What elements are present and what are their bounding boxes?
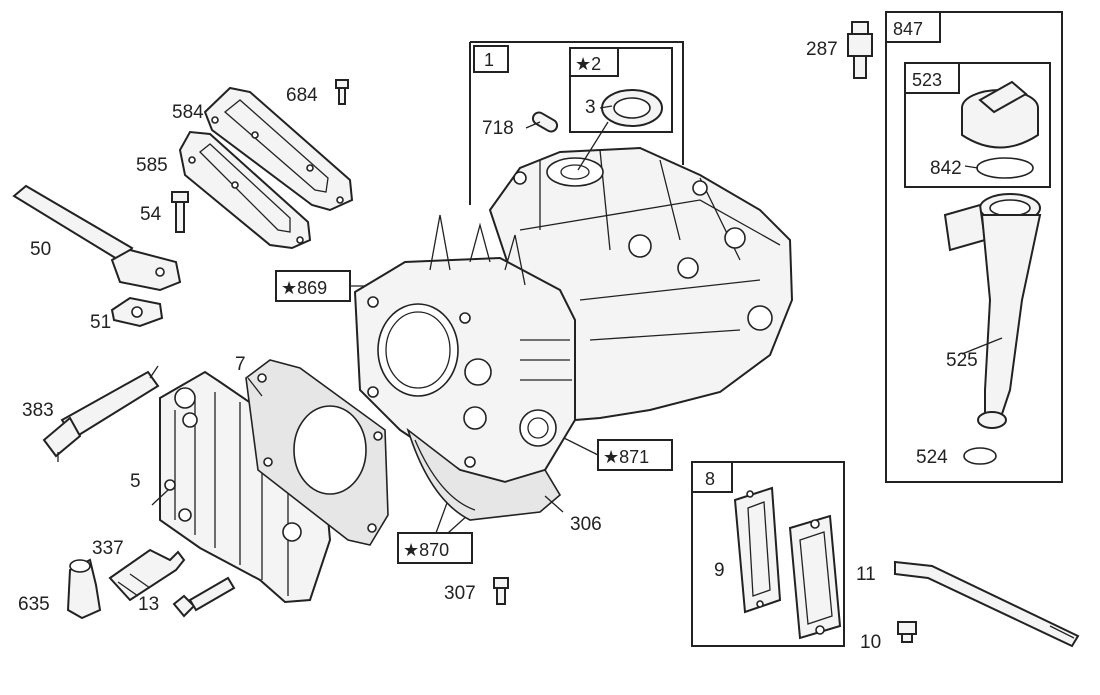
spark-plug-boot-635 — [66, 558, 102, 620]
label-50: 50 — [30, 239, 51, 260]
group-frame-1: 1 — [469, 41, 684, 205]
gasket-585 — [178, 130, 312, 250]
gasket-584 — [203, 86, 354, 212]
o-ring-524 — [963, 447, 997, 465]
gasket-9 — [733, 486, 782, 614]
tag-box-1 — [473, 45, 509, 73]
label-54: 54 — [140, 204, 162, 225]
screw-307 — [493, 577, 509, 605]
screw-54 — [171, 191, 189, 233]
oil-fill-tube-525 — [943, 193, 1042, 429]
label-584: 584 — [172, 102, 204, 123]
label-2: ★2 — [575, 54, 601, 74]
crankcase-bore-top — [546, 157, 604, 187]
spark-plug-337 — [108, 548, 186, 602]
label-524: 524 — [916, 447, 948, 468]
label-8: 8 — [705, 469, 715, 489]
group-frame-8: 8 — [691, 461, 845, 647]
tag-box-847 — [885, 11, 941, 43]
label-9: 9 — [714, 560, 725, 581]
cylinder-bore — [377, 303, 459, 397]
tag-box-2 — [569, 47, 619, 77]
label-3: 3 — [585, 97, 596, 118]
label-307: 307 — [444, 583, 476, 604]
label-635: 635 — [18, 594, 50, 615]
gasket-51 — [110, 296, 164, 328]
tag-871: ★871 — [551, 431, 673, 471]
crankcase-block — [353, 146, 794, 521]
label-11: 11 — [856, 564, 876, 585]
tag-box-8 — [691, 461, 733, 493]
breather-tube-383 — [42, 365, 160, 462]
dipstick-tube-50 — [12, 184, 182, 292]
gasket-9b — [788, 514, 842, 640]
label-10: 10 — [860, 632, 881, 653]
label-585: 585 — [136, 155, 168, 176]
dowel-pin-718 — [531, 111, 559, 133]
bolt-13 — [172, 576, 236, 618]
label-523: 523 — [912, 70, 942, 90]
label-337: 337 — [92, 538, 124, 559]
label-842: 842 — [930, 158, 962, 179]
o-ring-842 — [976, 157, 1034, 179]
label-870: ★870 — [403, 540, 449, 560]
oil-seal-3 — [601, 89, 663, 127]
label-13: 13 — [138, 594, 159, 615]
group-frame-2: ★2 — [569, 47, 673, 133]
label-287: 287 — [806, 39, 838, 60]
label-847: 847 — [893, 19, 923, 39]
label-7: 7 — [235, 354, 246, 375]
label-383: 383 — [22, 400, 54, 421]
head-gasket-7 — [245, 359, 389, 546]
group-frame-847: 847 523 — [885, 11, 1063, 483]
label-51: 51 — [90, 312, 111, 333]
part-labels: 718 3 684 584 585 54 50 51 7 383 5 337 6… — [18, 39, 978, 653]
label-5: 5 — [130, 471, 141, 492]
label-1: 1 — [484, 50, 494, 70]
label-525: 525 — [946, 350, 978, 371]
label-718: 718 — [482, 118, 514, 139]
rod-11 — [894, 560, 1080, 648]
screw-684 — [335, 79, 349, 105]
label-871: ★871 — [603, 447, 649, 467]
fitting-287 — [847, 21, 873, 79]
label-684: 684 — [286, 85, 318, 106]
screw-10 — [897, 621, 917, 643]
leader-lines — [151, 105, 1003, 513]
label-869: ★869 — [281, 278, 327, 298]
label-306: 306 — [570, 514, 602, 535]
oil-fill-cap-523 — [961, 80, 1039, 179]
tag-box-523 — [904, 62, 960, 94]
